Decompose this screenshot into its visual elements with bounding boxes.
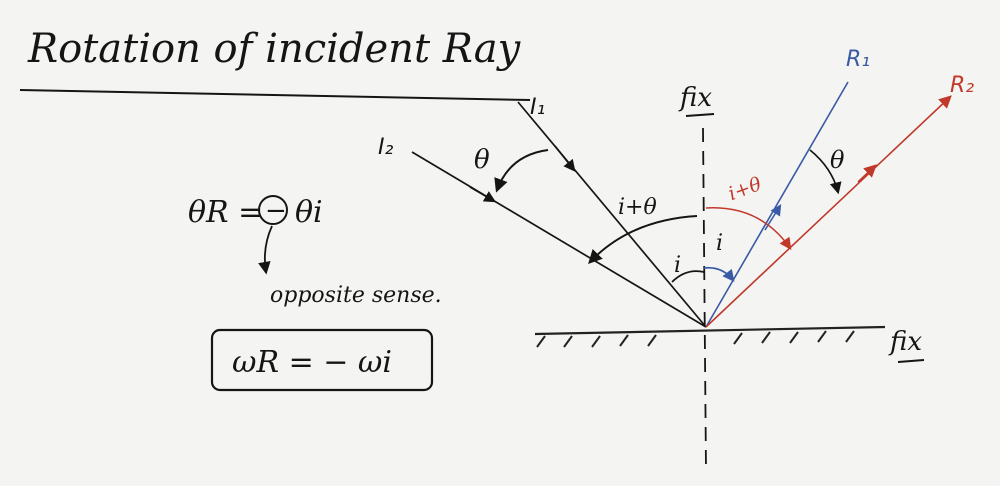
reflected-ray-1 xyxy=(705,81,849,328)
page-title: Rotation of incident Ray xyxy=(27,26,522,72)
i-arc-right xyxy=(703,266,735,282)
i-plus-theta-arc-left xyxy=(588,215,698,265)
mirror-fix-underline xyxy=(897,359,925,363)
label-i-plus-theta-right: i+θ xyxy=(725,173,764,205)
label-incident-2: I₂ xyxy=(378,135,393,160)
reflected-ray-2-arrow xyxy=(857,164,877,183)
eq-minus-circle xyxy=(258,195,288,225)
label-normal-fix: fix xyxy=(678,83,712,113)
eq-theta-i: θi xyxy=(295,195,323,230)
label-theta-reflected: θ xyxy=(830,146,845,174)
label-theta-incident: θ xyxy=(474,145,490,175)
incident-ray-2-arrow xyxy=(469,186,497,203)
title-underline xyxy=(19,89,531,101)
incident-ray-1-arrow xyxy=(554,145,576,172)
eq-omega: ωR = − ωi xyxy=(232,345,392,380)
label-i-right: i xyxy=(716,231,723,256)
normal-fix-underline xyxy=(685,113,715,117)
reflected-ray-2 xyxy=(705,95,952,328)
mirror-hatching xyxy=(536,330,855,348)
i-arc-left xyxy=(671,270,705,283)
mirror-line xyxy=(534,325,886,336)
label-reflected-2: R₂ xyxy=(950,73,974,98)
label-mirror-fix: fix xyxy=(888,327,922,357)
theta-arc-incident xyxy=(494,149,549,193)
label-reflected-1: R₁ xyxy=(846,47,870,72)
label-i-plus-theta-left: i+θ xyxy=(618,195,657,220)
omega-box xyxy=(210,328,434,392)
note-arrow xyxy=(258,225,273,275)
label-i-left: i xyxy=(674,253,681,278)
incident-ray-1 xyxy=(517,101,707,328)
theta-arc-reflected xyxy=(809,149,842,195)
note-opposite-sense: opposite sense. xyxy=(270,283,442,308)
normal-line xyxy=(702,127,707,471)
eq-theta-r: θR = xyxy=(188,195,263,230)
label-incident-1: I₁ xyxy=(530,95,545,120)
reflected-ray-1-arrow xyxy=(764,204,782,231)
eq-minus-sign: − xyxy=(265,196,287,226)
incident-ray-2 xyxy=(411,151,707,328)
i-plus-theta-arc-right xyxy=(705,207,792,250)
